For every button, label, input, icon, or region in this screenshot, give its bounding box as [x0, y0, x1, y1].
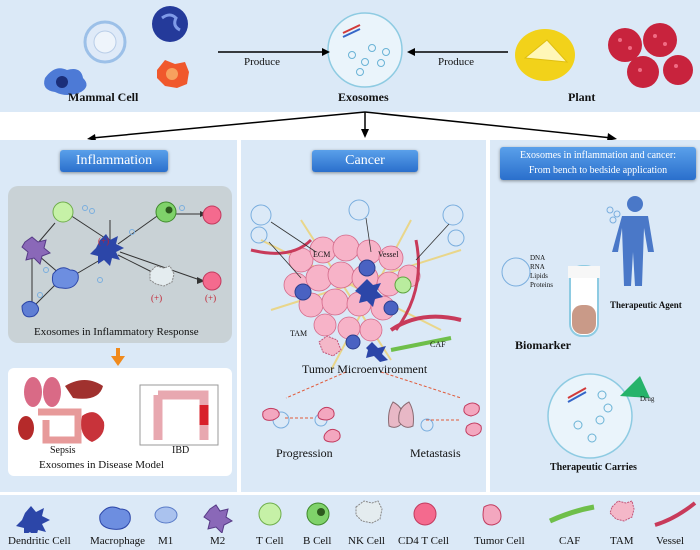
legend-vessel-icon — [654, 501, 697, 527]
legend-m1-label: M1 — [158, 535, 174, 547]
legend-dendritic-icon — [16, 506, 50, 533]
legend-m2-label: M2 — [210, 535, 226, 547]
legend-caf-label: CAF — [559, 535, 581, 547]
legend-nkcell-icon — [355, 500, 383, 524]
ecm-label: ECM — [313, 250, 331, 259]
sepsis-label: Sepsis — [50, 445, 76, 456]
legend-tam-icon — [609, 500, 635, 522]
drug-label: Drug — [640, 395, 655, 403]
exosome-icon — [327, 12, 403, 88]
legend-nkcell-label: NK Cell — [348, 535, 385, 547]
mammal-cell-label: Mammal Cell — [68, 90, 139, 104]
top-illustration — [44, 6, 693, 140]
caf-label: CAF — [430, 340, 446, 349]
human-silhouette-icon — [612, 196, 654, 286]
biomarker-label: Biomarker — [515, 338, 571, 352]
tam-label: TAM — [290, 329, 308, 338]
vessel-label: Vessel — [378, 250, 399, 259]
cargo-dna: DNA — [530, 254, 546, 262]
cargo-lipids: Lipids — [530, 272, 548, 280]
therapeutic-carries-label: Therapeutic Carries — [550, 462, 637, 473]
plus-mark-2: (+) — [151, 293, 163, 303]
legend-tcell-label: T Cell — [256, 535, 284, 547]
tumor-microenvironment-caption: Tumor Microenvironment — [302, 362, 428, 376]
inflammatory-response-caption: Exosomes in Inflammatory Response — [34, 326, 199, 338]
legend-macrophage-icon — [99, 506, 131, 530]
legend-dendritic-label: Dendritic Cell — [8, 535, 71, 547]
inflammatory-response-box — [8, 186, 232, 343]
cargo-proteins: Proteins — [530, 281, 553, 289]
inflammation-illustration — [8, 201, 232, 476]
legend-m2-icon — [203, 504, 233, 533]
legend-m1-icon — [154, 506, 178, 524]
bench-illustration — [501, 196, 654, 459]
legend-vessel-label: Vessel — [656, 535, 685, 547]
legend-bcell-label: B Cell — [303, 535, 332, 547]
progression-caption: Progression — [276, 446, 333, 460]
plant-label: Plant — [568, 90, 596, 104]
ibd-label: IBD — [172, 445, 190, 456]
mammal-cell-icon — [44, 6, 189, 95]
plus-mark-1: (+) — [98, 236, 110, 246]
cancer-header: Cancer — [312, 150, 418, 172]
legend-cd4-icon — [413, 502, 437, 526]
legend-tumor-label: Tumor Cell — [474, 535, 525, 547]
legend-macrophage-label: Macrophage — [90, 535, 145, 547]
plant-icon — [515, 23, 693, 88]
bench-header: Exosomes in inflammation and cancer: Fro… — [500, 147, 696, 180]
inflammation-header: Inflammation — [60, 150, 168, 172]
cargo-rna: RNA — [530, 263, 545, 271]
legend-caf-icon — [548, 504, 595, 524]
legend-tam-label: TAM — [610, 535, 634, 547]
bench-header-line2: From bench to bedside application — [528, 165, 668, 176]
cancer-illustration — [250, 199, 482, 443]
plus-mark-3: (+) — [205, 293, 217, 303]
legend-tumor-icon — [482, 504, 502, 526]
legend-icons — [16, 500, 697, 533]
cargo-list: DNA RNA Lipids Proteins — [530, 254, 553, 290]
therapeutic-agent-label: Therapeutic Agent — [610, 300, 682, 310]
produce-label-left: Produce — [244, 56, 281, 68]
disease-model-caption: Exosomes in Disease Model — [39, 459, 164, 471]
metastasis-caption: Metastasis — [410, 446, 461, 460]
bench-header-line1: Exosomes in inflammation and cancer: — [519, 150, 677, 161]
legend-tcell-icon — [258, 502, 282, 526]
exosomes-label: Exosomes — [338, 90, 389, 104]
produce-label-right: Produce — [438, 56, 475, 68]
legend-cd4-label: CD4 T Cell — [398, 535, 449, 547]
